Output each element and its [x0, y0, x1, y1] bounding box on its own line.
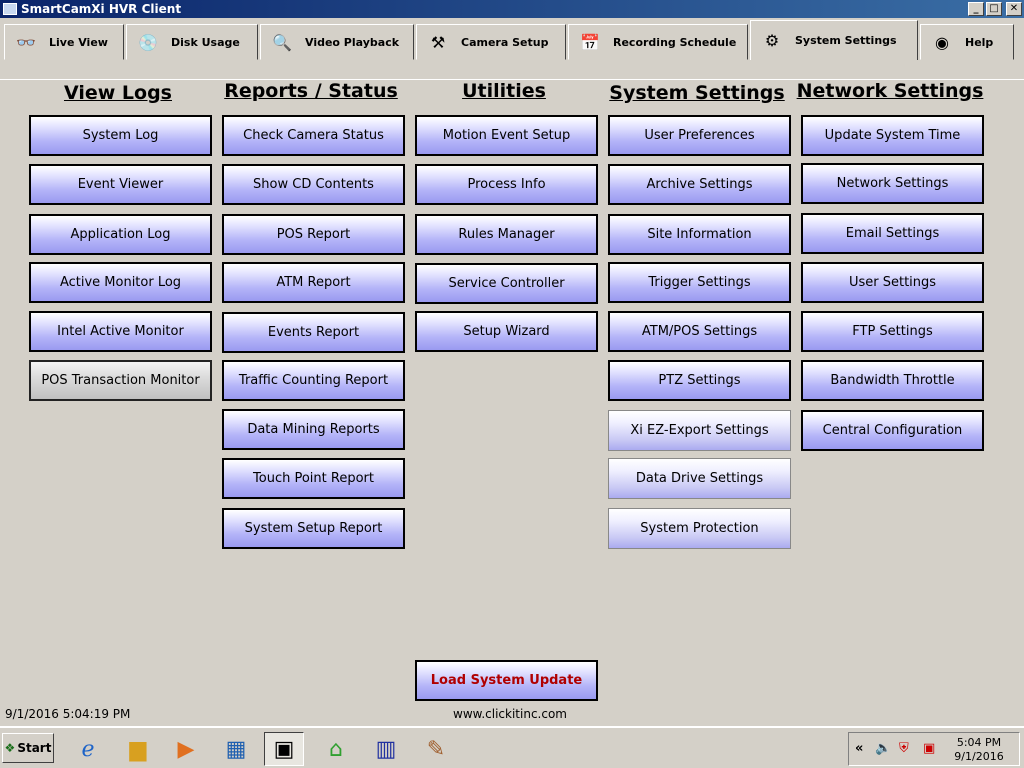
- update-system-time-button[interactable]: Update System Time: [801, 115, 984, 156]
- archive-settings-button[interactable]: Archive Settings: [608, 164, 791, 205]
- event-viewer-button[interactable]: Event Viewer: [29, 164, 212, 205]
- tab-label: Recording Schedule: [613, 35, 737, 49]
- paint-icon[interactable]: ✎: [426, 736, 446, 762]
- tab-help[interactable]: ◉ Help: [920, 24, 1014, 60]
- header-view-logs: View Logs: [63, 82, 172, 104]
- tab-camera-setup[interactable]: ⚒ Camera Setup: [416, 24, 566, 60]
- traffic-counting-report-button[interactable]: Traffic Counting Report: [222, 360, 405, 401]
- rules-manager-button[interactable]: Rules Manager: [415, 214, 598, 255]
- user-preferences-button[interactable]: User Preferences: [608, 115, 791, 156]
- taskbar: ❖ Start ℯ ▆ ▶ ▦ ▣ ⌂ ▥ ✎ « 🔈 ⛨ ▣ 5:04 PM …: [0, 726, 1024, 768]
- title-bar: SmartCamXi HVR Client _ □ ✕: [0, 0, 1024, 18]
- app-icon: [3, 3, 17, 15]
- network-settings-button[interactable]: Network Settings: [801, 163, 984, 204]
- service-controller-button[interactable]: Service Controller: [415, 263, 598, 304]
- atm-pos-settings-button[interactable]: ATM/POS Settings: [608, 311, 791, 352]
- status-timestamp: 9/1/2016 5:04:19 PM: [5, 707, 131, 721]
- disk-icon: 💿: [138, 32, 158, 52]
- tab-video-playback[interactable]: 🔍 Video Playback: [260, 24, 414, 60]
- trigger-settings-button[interactable]: Trigger Settings: [608, 262, 791, 303]
- xi-ez-export-settings-button[interactable]: Xi EZ-Export Settings: [608, 410, 791, 451]
- user-settings-button[interactable]: User Settings: [801, 262, 984, 303]
- clock[interactable]: 5:04 PM 9/1/2016: [949, 736, 1009, 764]
- home-icon[interactable]: ⌂: [329, 736, 343, 762]
- data-drive-settings-button[interactable]: Data Drive Settings: [608, 458, 791, 499]
- bandwidth-throttle-button[interactable]: Bandwidth Throttle: [801, 360, 984, 401]
- data-mining-reports-button[interactable]: Data Mining Reports: [222, 409, 405, 450]
- chart-icon[interactable]: ▥: [375, 736, 397, 762]
- minimize-button[interactable]: _: [968, 2, 984, 16]
- atm-report-button[interactable]: ATM Report: [222, 262, 405, 303]
- application-log-button[interactable]: Application Log: [29, 214, 212, 255]
- calendar-icon: 📅: [580, 32, 600, 52]
- tab-label: Live View: [49, 35, 108, 49]
- media-player-icon[interactable]: ▶: [177, 736, 195, 762]
- load-system-update-button[interactable]: Load System Update: [415, 660, 598, 701]
- binoculars-icon: 👓: [16, 32, 36, 52]
- header-utilities: Utilities: [462, 80, 546, 102]
- start-label: Start: [17, 741, 52, 755]
- clock-time: 5:04 PM: [956, 736, 1002, 749]
- tab-recording-schedule[interactable]: 📅 Recording Schedule: [568, 24, 748, 60]
- folder-icon[interactable]: ▆: [129, 736, 147, 762]
- help-icon: ◉: [935, 32, 949, 52]
- header-system-settings: System Settings: [609, 82, 785, 104]
- maximize-button[interactable]: □: [986, 2, 1002, 16]
- window-title: SmartCamXi HVR Client: [21, 2, 182, 16]
- intel-active-monitor-button[interactable]: Intel Active Monitor: [29, 311, 212, 352]
- motion-event-setup-button[interactable]: Motion Event Setup: [415, 115, 598, 156]
- tab-label: System Settings: [795, 34, 897, 47]
- close-button[interactable]: ✕: [1006, 2, 1022, 16]
- site-information-button[interactable]: Site Information: [608, 214, 791, 255]
- tray-expand-icon[interactable]: «: [855, 741, 864, 756]
- system-tray: « 🔈 ⛨ ▣ 5:04 PM 9/1/2016: [848, 732, 1020, 766]
- header-network-settings: Network Settings: [796, 80, 984, 102]
- network-disconnected-icon[interactable]: ▣: [923, 741, 936, 756]
- events-report-button[interactable]: Events Report: [222, 312, 405, 353]
- tab-divider: [0, 79, 1024, 80]
- check-camera-status-button[interactable]: Check Camera Status: [222, 115, 405, 156]
- system-log-button[interactable]: System Log: [29, 115, 212, 156]
- pos-report-button[interactable]: POS Report: [222, 214, 405, 255]
- settings-icon: ⚙: [764, 31, 780, 50]
- tab-bar: 👓 Live View 💿 Disk Usage 🔍 Video Playbac…: [0, 20, 1024, 80]
- status-bar: 9/1/2016 5:04:19 PM www.clickitinc.com: [0, 704, 1024, 724]
- magnifier-icon: 🔍: [272, 32, 292, 52]
- system-protection-button[interactable]: System Protection: [608, 508, 791, 549]
- central-configuration-button[interactable]: Central Configuration: [801, 410, 984, 451]
- process-info-button[interactable]: Process Info: [415, 164, 598, 205]
- tools-icon: ⚒: [430, 32, 446, 52]
- start-button[interactable]: ❖ Start: [2, 733, 54, 763]
- header-reports-status: Reports / Status: [224, 80, 398, 102]
- tab-system-settings[interactable]: ⚙ System Settings: [750, 20, 918, 60]
- tab-label: Camera Setup: [461, 35, 549, 49]
- system-setup-report-button[interactable]: System Setup Report: [222, 508, 405, 549]
- show-cd-contents-button[interactable]: Show CD Contents: [222, 164, 405, 205]
- tab-label: Video Playback: [305, 35, 400, 49]
- setup-wizard-button[interactable]: Setup Wizard: [415, 311, 598, 352]
- internet-explorer-icon[interactable]: ℯ: [81, 736, 95, 762]
- windows-logo-icon: ❖: [4, 741, 16, 755]
- touch-point-report-button[interactable]: Touch Point Report: [222, 458, 405, 499]
- active-monitor-log-button[interactable]: Active Monitor Log: [29, 262, 212, 303]
- pos-transaction-monitor-button[interactable]: POS Transaction Monitor: [29, 360, 212, 401]
- status-url: www.clickitinc.com: [453, 707, 567, 721]
- ftp-settings-button[interactable]: FTP Settings: [801, 311, 984, 352]
- clock-date: 9/1/2016: [954, 750, 1004, 763]
- tab-label: Help: [965, 35, 994, 49]
- security-alert-icon[interactable]: ⛨: [899, 741, 909, 756]
- control-panel-icon[interactable]: ▦: [225, 736, 247, 762]
- smartcam-app-icon[interactable]: ▣: [264, 732, 304, 766]
- tab-disk-usage[interactable]: 💿 Disk Usage: [126, 24, 258, 60]
- ptz-settings-button[interactable]: PTZ Settings: [608, 360, 791, 401]
- tab-live-view[interactable]: 👓 Live View: [4, 24, 124, 60]
- tab-label: Disk Usage: [171, 35, 240, 49]
- volume-icon[interactable]: 🔈: [875, 741, 892, 756]
- email-settings-button[interactable]: Email Settings: [801, 213, 984, 254]
